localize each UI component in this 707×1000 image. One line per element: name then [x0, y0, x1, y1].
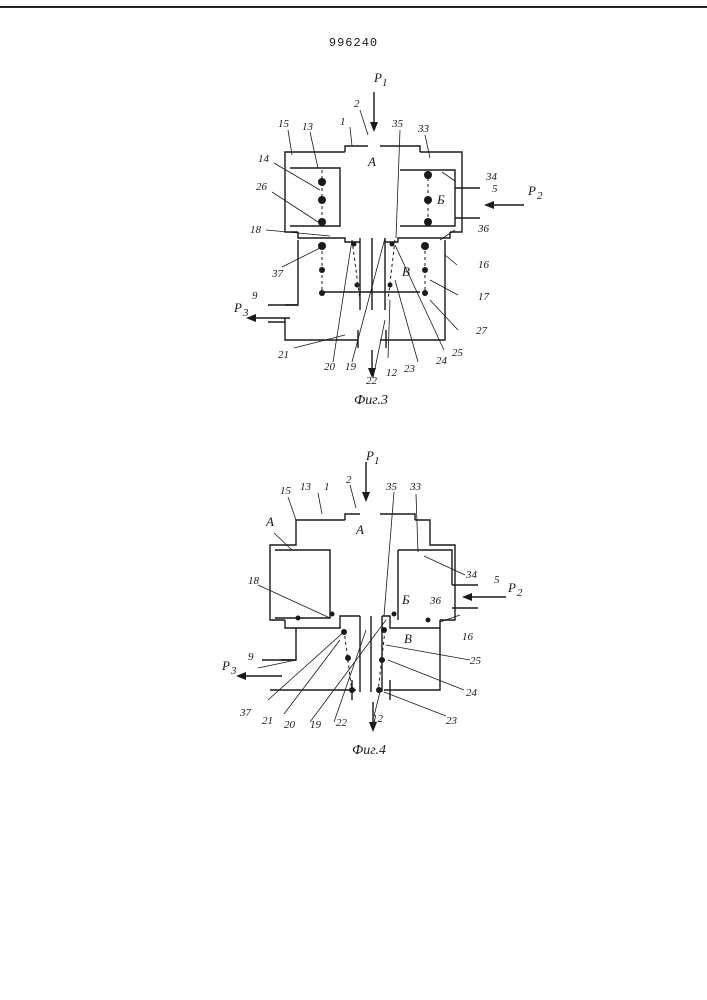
fig4-label-25: 25: [470, 655, 482, 667]
fig4-chamber-v: В: [404, 631, 412, 646]
fig3-label-37: 37: [271, 268, 284, 280]
fig4-label-2: 2: [346, 474, 352, 486]
fig4-label-13: 13: [300, 481, 312, 493]
fig3-label-36: 36: [477, 223, 490, 235]
fig3-label-p2: P: [527, 183, 536, 198]
figure-4-springs: [296, 612, 431, 694]
figure-3-springs: [318, 170, 432, 300]
fig3-caption: Фиг.3: [354, 393, 388, 408]
fig4-label-24: 24: [466, 687, 478, 699]
fig3-label-27: 27: [476, 325, 488, 337]
fig3-label-p1-sub: 1: [382, 77, 388, 89]
fig4-chamber-a: А: [355, 522, 364, 537]
fig4-label-16: 16: [462, 631, 474, 643]
fig3-label-19: 19: [345, 361, 357, 373]
fig3-chamber-b: Б: [436, 192, 445, 207]
fig4-label-34: 34: [465, 569, 478, 581]
fig3-label-20: 20: [324, 361, 336, 373]
fig3-label-1: 1: [340, 116, 346, 128]
fig3-label-5: 5: [492, 183, 498, 195]
fig4-label-18: 18: [248, 575, 260, 587]
fig4-chamber-a-outer: А: [265, 514, 274, 529]
fig3-label-24: 24: [436, 355, 448, 367]
fig4-chamber-b: Б: [401, 592, 410, 607]
fig3-label-16: 16: [478, 259, 490, 271]
fig3-label-34: 34: [485, 171, 498, 183]
figure-3-diagram: P 1 P 2 P 3 А Б В 2 1 15 13 35 33 14 26 …: [0, 0, 707, 420]
fig3-label-18: 18: [250, 224, 262, 236]
fig3-label-21: 21: [278, 349, 289, 361]
fig4-label-35: 35: [385, 481, 398, 493]
figure-4-diagram: P 1 P 2 P 3 А А Б В 2 1 13 15 35 33 34 5…: [0, 420, 707, 780]
fig4-label-p2: P: [507, 580, 516, 595]
fig3-label-12: 12: [386, 367, 398, 379]
fig4-label-20: 20: [284, 719, 296, 731]
fig3-label-p1: P: [373, 70, 382, 85]
fig3-label-14: 14: [258, 153, 270, 165]
fig3-label-p3-sub: 3: [242, 307, 249, 319]
fig3-label-2: 2: [354, 98, 360, 110]
fig3-label-13: 13: [302, 121, 314, 133]
fig4-label-12: 12: [372, 713, 384, 725]
fig3-label-26: 26: [256, 181, 268, 193]
fig4-label-23: 23: [446, 715, 458, 727]
fig4-label-p2-sub: 2: [517, 587, 523, 599]
fig4-label-36: 36: [429, 595, 442, 607]
fig4-label-21: 21: [262, 715, 273, 727]
fig3-label-15: 15: [278, 118, 290, 130]
fig4-label-15: 15: [280, 485, 292, 497]
fig4-caption: Фиг.4: [352, 743, 386, 758]
figure-4-housing: [262, 514, 478, 700]
fig4-label-19: 19: [310, 719, 322, 731]
fig4-label-p1: P: [365, 448, 374, 463]
fig3-label-23: 23: [404, 363, 416, 375]
fig3-label-p2-sub: 2: [537, 190, 543, 202]
fig4-label-p1-sub: 1: [374, 455, 380, 467]
fig3-label-25: 25: [452, 347, 464, 359]
fig4-label-p3: P: [221, 658, 230, 673]
figure-4-labels: P 1 P 2 P 3 А А Б В 2 1 13 15 35 33 34 5…: [221, 448, 523, 758]
fig3-label-p3: P: [233, 300, 242, 315]
fig3-label-17: 17: [478, 291, 490, 303]
figure-3-leaders: [266, 110, 458, 378]
fig3-label-9: 9: [252, 290, 258, 302]
fig4-label-1: 1: [324, 481, 330, 493]
fig4-label-5: 5: [494, 574, 500, 586]
fig4-label-22: 22: [336, 717, 348, 729]
fig3-label-33: 33: [417, 123, 430, 135]
fig4-label-37: 37: [239, 707, 252, 719]
fig4-label-33: 33: [409, 481, 422, 493]
fig3-label-22: 22: [366, 375, 378, 387]
fig4-label-p3-sub: 3: [230, 665, 237, 677]
fig3-label-35: 35: [391, 118, 404, 130]
fig4-label-9: 9: [248, 651, 254, 663]
fig3-chamber-a: А: [367, 154, 376, 169]
fig3-chamber-v: В: [402, 264, 410, 279]
